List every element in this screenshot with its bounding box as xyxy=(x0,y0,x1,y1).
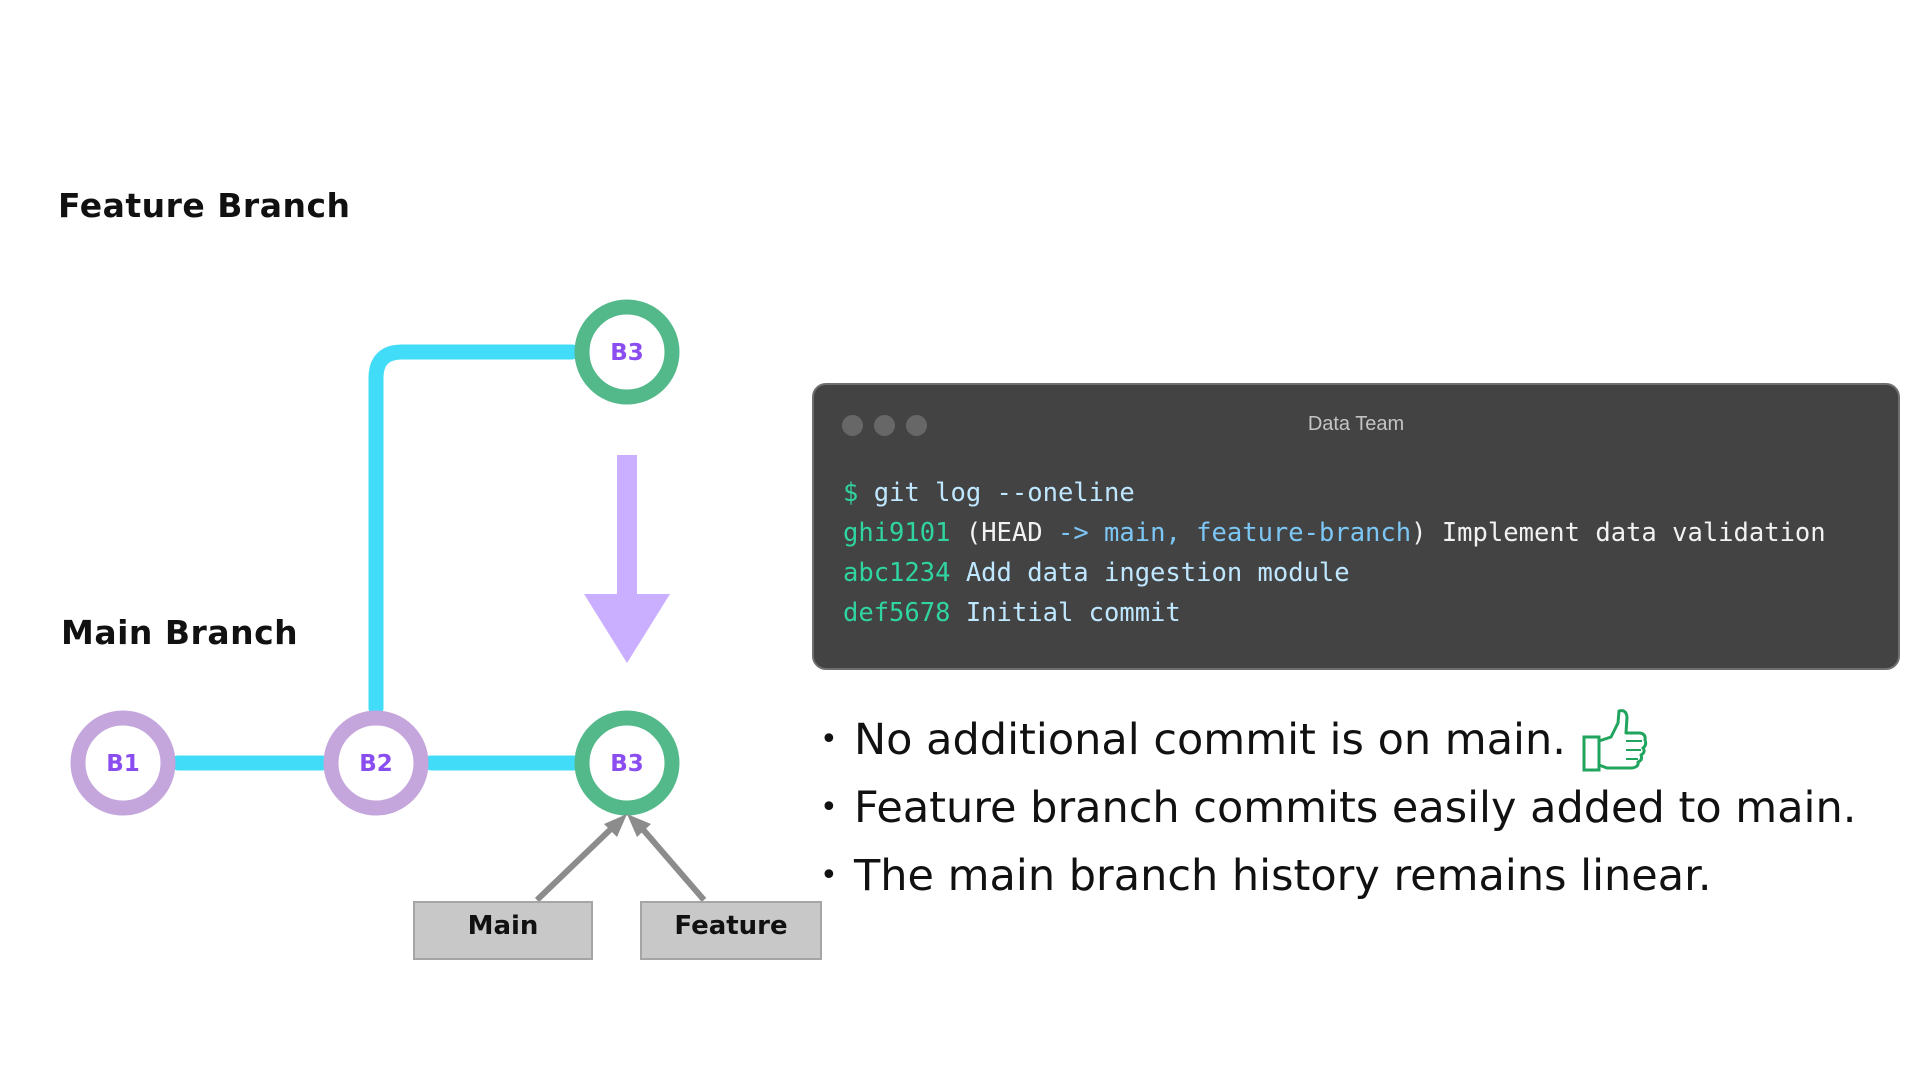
head-ref: HEAD xyxy=(981,518,1043,548)
node-label-b1: B1 xyxy=(106,751,140,777)
terminal-line: def5678 Initial commit xyxy=(843,593,1826,633)
feature-pointer-label: Feature xyxy=(640,901,822,960)
commit-node-b3-feature: B3 xyxy=(574,299,680,405)
commit-message: Initial commit xyxy=(965,598,1181,628)
commit-message: Add data ingestion module xyxy=(965,558,1350,588)
feature-pointer-text: Feature xyxy=(674,911,787,941)
terminal-title: Data Team xyxy=(1307,413,1405,435)
merge-down-arrow xyxy=(584,455,670,663)
commit-hash: ghi9101 xyxy=(843,518,951,548)
commit-message: Implement data validation xyxy=(1441,518,1826,548)
commit-node-b2: B2 xyxy=(323,710,429,816)
main-pointer-text: Main xyxy=(468,911,539,941)
bullet-item: • No additional commit is on main. xyxy=(820,706,1856,774)
prompt-symbol: $ xyxy=(843,478,859,508)
feature-branch-heading: Feature Branch xyxy=(58,186,351,225)
main-branch-heading: Main Branch xyxy=(61,613,299,652)
summary-bullets: • No additional commit is on main. • Fea… xyxy=(820,706,1856,910)
ref-open-paren: ( xyxy=(965,518,982,548)
main-pointer-label: Main xyxy=(413,901,593,960)
node-label-b3-main: B3 xyxy=(610,751,644,777)
terminal-line: $ git log --oneline xyxy=(843,473,1826,513)
command-text: git log --oneline xyxy=(873,478,1135,508)
maximize-dot-icon[interactable] xyxy=(906,415,927,436)
close-dot-icon[interactable] xyxy=(842,415,863,436)
bullet-text: No additional commit is on main. xyxy=(854,715,1566,765)
bullet-marker: • xyxy=(820,858,838,893)
bullet-item: • Feature branch commits easily added to… xyxy=(820,774,1856,842)
thumbs-up-icon xyxy=(1582,709,1648,772)
terminal-line: ghi9101 (HEAD -> main, feature-branch) I… xyxy=(843,513,1826,553)
ref-close-paren: ) xyxy=(1411,518,1427,548)
commit-node-b1: B1 xyxy=(70,710,176,816)
feature-branch-path xyxy=(368,344,580,716)
bullet-text: Feature branch commits easily added to m… xyxy=(854,783,1857,833)
ref-arrow: -> xyxy=(1057,518,1089,548)
main-pointer-arrow xyxy=(534,814,627,903)
terminal-line: abc1234 Add data ingestion module xyxy=(843,553,1826,593)
git-branch-diagram: B1 B2 B3 B3 Main Feature xyxy=(70,299,822,960)
feature-ref: feature-branch xyxy=(1196,518,1412,548)
commit-node-b3-main: B3 xyxy=(574,710,680,816)
commit-hash: abc1234 xyxy=(843,558,951,588)
minimize-dot-icon[interactable] xyxy=(874,415,895,436)
bullet-item: • The main branch history remains linear… xyxy=(820,842,1856,910)
node-label-b2: B2 xyxy=(359,751,393,777)
feature-pointer-arrow xyxy=(627,814,707,902)
window-controls xyxy=(842,415,927,436)
bullet-text: The main branch history remains linear. xyxy=(854,851,1712,901)
bullet-marker: • xyxy=(820,790,838,825)
bullet-marker: • xyxy=(820,722,838,757)
commit-hash: def5678 xyxy=(843,598,951,628)
node-label-b3-feature: B3 xyxy=(610,340,644,366)
main-ref: main, xyxy=(1104,518,1181,548)
